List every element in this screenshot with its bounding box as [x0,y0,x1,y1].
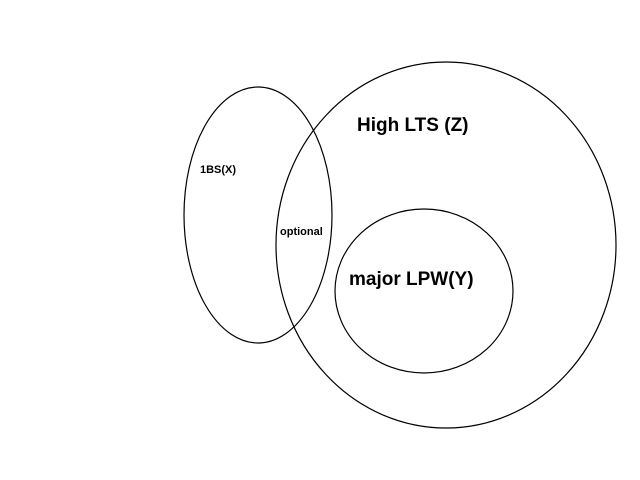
intersection-label: optional [280,226,323,238]
set-y-label: major LPW(Y) [349,269,474,290]
set-y-circle [334,208,514,374]
set-x-ellipse [183,86,333,344]
set-x-label: 1BS(X) [200,164,236,176]
set-z-circle [275,61,617,429]
set-z-label: High LTS (Z) [357,115,469,136]
